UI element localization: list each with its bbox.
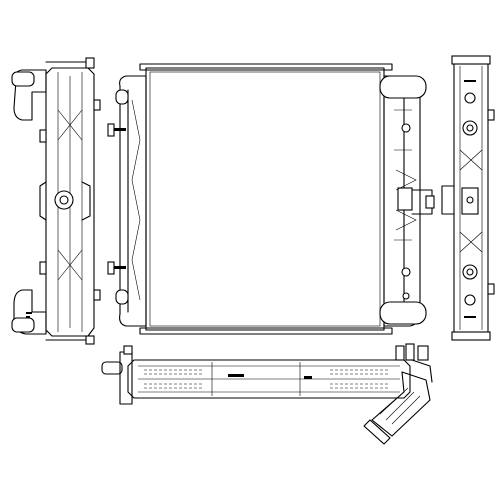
left-side-view: [11, 57, 101, 345]
bottom-view: [101, 343, 433, 445]
front-view: [107, 63, 435, 335]
right-side-view: [441, 55, 495, 341]
